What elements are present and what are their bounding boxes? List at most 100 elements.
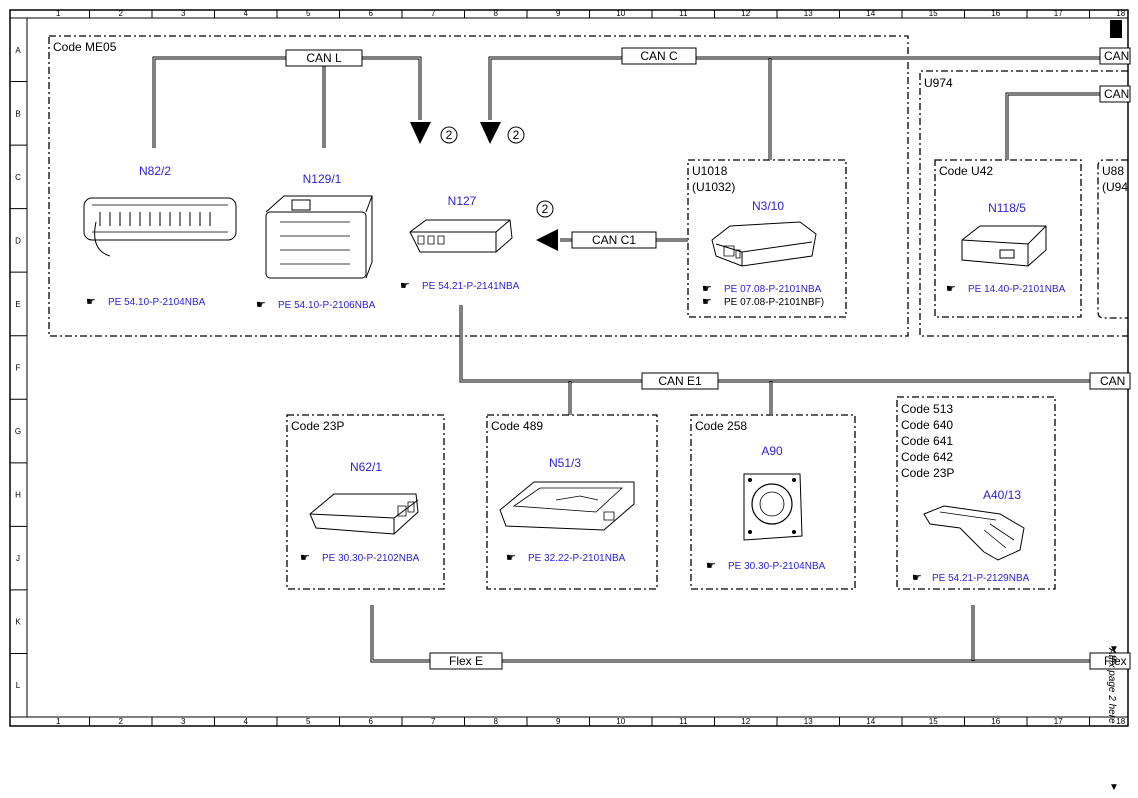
column-number: 15 (929, 717, 938, 726)
bus-can-c-label: CAN C (640, 49, 678, 63)
bus-can-l: CAN L (152, 49, 431, 148)
group-513 (896, 396, 1056, 590)
ref-marker-b: 2 (513, 128, 520, 142)
column-number: 18 (1116, 717, 1125, 726)
component-label: A40/13 (983, 488, 1021, 502)
column-number: 13 (804, 717, 813, 726)
group-258-label: Code 258 (695, 419, 747, 433)
group-258 (690, 414, 856, 590)
ref-marker-icon (507, 126, 525, 144)
component-n129-1[interactable]: N129/1 PE 54.10-P-2106NBA ☛ (256, 172, 376, 311)
bus-flex-right-label: Flex (1104, 654, 1127, 668)
component-reference: PE 54.10-P-2106NBA (278, 300, 376, 311)
column-number: 18 (1116, 9, 1125, 18)
component-label: N51/3 (549, 456, 581, 470)
component-label: N62/1 (350, 460, 382, 474)
group-u1032-label: (U1032) (692, 180, 735, 194)
bus-can-c-right-label: CAN (1104, 49, 1129, 63)
component-reference: PE 07.08-P-2101NBA (724, 284, 822, 295)
group-u974 (919, 70, 1128, 337)
column-number: 13 (804, 9, 813, 18)
bus-can-c1: CAN C1 (536, 229, 688, 251)
row-letter: L (16, 681, 21, 690)
component-n82-2[interactable]: N82/2 PE 54.10-P-2104NBA ☛ (83, 164, 237, 308)
group-513-label-line: Code 513 (901, 402, 953, 416)
group-me05 (48, 35, 909, 337)
column-number: 14 (866, 9, 875, 18)
ref-marker-icon (536, 200, 554, 218)
bus-arrow-down-icon (480, 122, 501, 144)
row-letter: E (15, 300, 20, 309)
hand-pointer-icon: ☛ (946, 283, 956, 295)
component-n127[interactable]: N127 PE 54.21-P-2141NBA ☛ (400, 194, 520, 292)
column-number: 12 (741, 9, 750, 18)
row-letter: F (16, 364, 21, 373)
column-number: 8 (494, 717, 499, 726)
component-label: N118/5 (988, 201, 1026, 215)
group-513-label-line: Code 641 (901, 434, 953, 448)
group-u88-label: U88 (1102, 164, 1124, 178)
column-number: 8 (494, 9, 499, 18)
column-number: 3 (181, 9, 186, 18)
column-number: 5 (306, 9, 311, 18)
bus-can-e1-label: CAN E1 (658, 374, 702, 388)
ref-marker-a: 2 (446, 128, 453, 142)
column-number: 6 (369, 9, 374, 18)
component-reference: PE 30.30-P-2102NBA (322, 553, 420, 564)
row-letter: B (15, 109, 20, 118)
affix-note: Affix page 2 here (1106, 648, 1117, 724)
bus-can-e1-right-label: CAN (1100, 374, 1125, 388)
row-letter: C (15, 173, 21, 182)
column-number: 7 (431, 717, 436, 726)
bus-can-c1-label: CAN C1 (592, 233, 636, 247)
column-number: 10 (616, 717, 625, 726)
column-number: 6 (369, 717, 374, 726)
row-letter: K (15, 618, 21, 627)
hand-pointer-icon: ☛ (400, 280, 410, 292)
component-a90[interactable]: A90 ☛ PE 30.30-P-2104NBA (706, 444, 826, 572)
column-number: 14 (866, 717, 875, 726)
component-label: N127 (448, 194, 477, 208)
bus-can-e1: CAN E1 CAN (459, 305, 1131, 415)
column-number: 2 (119, 9, 124, 18)
column-number: 1 (56, 9, 61, 18)
group-513-label-line: Code 640 (901, 418, 953, 432)
hand-pointer-icon: ☛ (256, 299, 266, 311)
component-n51-3[interactable]: N51/3 ☛ PE 32.22-P-2101NBA (499, 456, 635, 564)
component-a40-13[interactable]: A40/13 ☛ PE 54.21-P-2129NBA (912, 488, 1030, 584)
column-number: 5 (306, 717, 311, 726)
column-number: 12 (741, 717, 750, 726)
group-489 (486, 414, 658, 590)
column-number: 4 (244, 9, 249, 18)
ref-marker-icon (440, 126, 458, 144)
column-number: 4 (244, 717, 249, 726)
component-label: N3/10 (752, 199, 784, 213)
diagram-frame (9, 9, 1129, 727)
group-23p-label: Code 23P (291, 419, 344, 433)
group-u42-label: Code U42 (939, 164, 993, 178)
ref-marker-c: 2 (542, 202, 549, 216)
column-number: 15 (929, 9, 938, 18)
bus-can-u974-label: CAN (1104, 87, 1129, 101)
column-ruler: 1122334455667788991010111112121313141415… (56, 9, 1126, 726)
column-number: 9 (556, 9, 561, 18)
component-n62-1[interactable]: N62/1 ☛ PE 30.30-P-2102NBA (300, 460, 420, 564)
bus-can-u974: CAN (1005, 85, 1131, 160)
row-letter: D (15, 236, 21, 245)
component-reference: PE 30.30-P-2104NBA (728, 561, 826, 572)
component-n3-10[interactable]: N3/10 ☛ PE 07.08-P-2101NBA ☛ PE 07.08-P-… (702, 199, 824, 308)
hand-pointer-icon: ☛ (702, 296, 712, 308)
hand-pointer-icon: ☛ (506, 552, 516, 564)
hand-pointer-icon: ☛ (86, 296, 96, 308)
component-label: A90 (761, 444, 783, 458)
row-letter: J (16, 554, 20, 563)
component-n118-5[interactable]: N118/5 ☛ PE 14.40-P-2101NBA (946, 201, 1066, 295)
hand-pointer-icon: ☛ (912, 572, 922, 584)
group-u88 (1097, 159, 1128, 319)
column-number: 10 (616, 9, 625, 18)
hand-pointer-icon: ☛ (706, 560, 716, 572)
group-489-label: Code 489 (491, 419, 543, 433)
component-reference: PE 14.40-P-2101NBA (968, 284, 1066, 295)
